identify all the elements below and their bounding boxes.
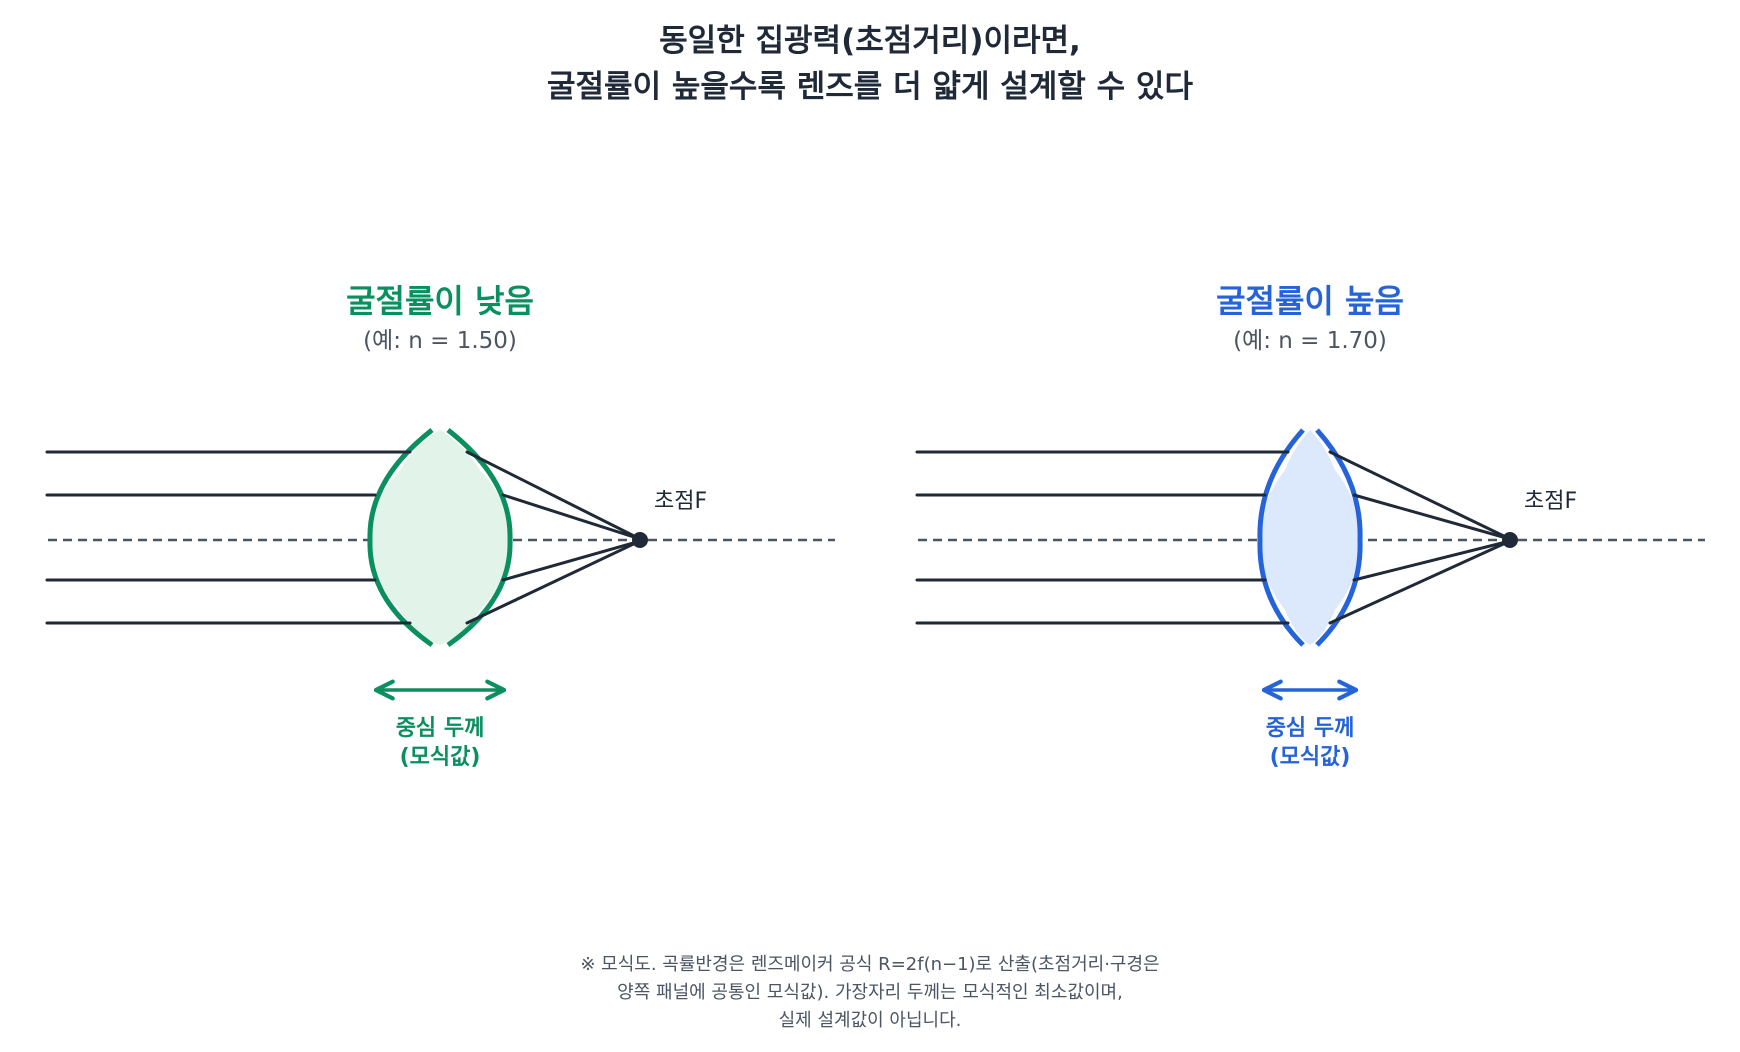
incoming-rays-left — [45, 450, 412, 625]
footnote-line-2: 양쪽 패널에 공통인 모식값). 가장자리 두께는 모식적인 최소값이며, — [617, 982, 1123, 1003]
incoming-rays-right — [915, 450, 1290, 625]
thickness-label-right-1: 중심 두께 — [1266, 716, 1355, 741]
lens-low-left-surface — [367, 428, 434, 648]
panel-low-subheading: (예: n = 1.50) — [363, 328, 517, 354]
panel-low-index: 굴절률이 낮음 (예: n = 1.50) 초점F 중심 두께 (모식값) — [45, 282, 835, 770]
diagram-title: 동일한 집광력(초점거리)이라면, 굴절률이 높을수록 렌즈를 더 얇게 설계할… — [0, 18, 1740, 110]
thickness-label-left-2: (모식값) — [400, 745, 481, 770]
title-line-2: 굴절률이 높을수록 렌즈를 더 얇게 설계할 수 있다 — [547, 69, 1193, 105]
focal-point-right — [1502, 532, 1518, 548]
lens-high-right-surface — [1315, 428, 1363, 647]
refracted-rays-right — [1328, 450, 1512, 625]
refracted-rays-left — [465, 450, 642, 625]
thickness-label-right-2: (모식값) — [1270, 745, 1351, 770]
footnote-line-1: ※ 모식도. 곡률반경은 렌즈메이커 공식 R=2f(n−1)로 산출(초점거리… — [580, 954, 1160, 975]
lens-high-index — [1259, 430, 1361, 645]
footnote-line-3: 실제 설계값이 아닙니다. — [778, 1010, 962, 1031]
lens-high-left-surface — [1257, 428, 1305, 647]
focal-point-left — [632, 532, 648, 548]
panel-high-subheading: (예: n = 1.70) — [1233, 328, 1387, 354]
panel-high-index: 굴절률이 높음 (예: n = 1.70) 초점F 중심 두께 (모식값) — [915, 282, 1705, 770]
lens-low-index — [369, 430, 511, 645]
focal-label-right: 초점F — [1524, 489, 1577, 514]
title-line-1: 동일한 집광력(초점거리)이라면, — [659, 23, 1081, 59]
panel-low-heading: 굴절률이 낮음 — [346, 282, 534, 320]
panel-high-heading: 굴절률이 높음 — [1216, 282, 1404, 320]
thickness-label-left-1: 중심 두께 — [396, 716, 485, 741]
focal-label-left: 초점F — [654, 489, 707, 514]
footnote: ※ 모식도. 곡률반경은 렌즈메이커 공식 R=2f(n−1)로 산출(초점거리… — [0, 951, 1740, 1035]
